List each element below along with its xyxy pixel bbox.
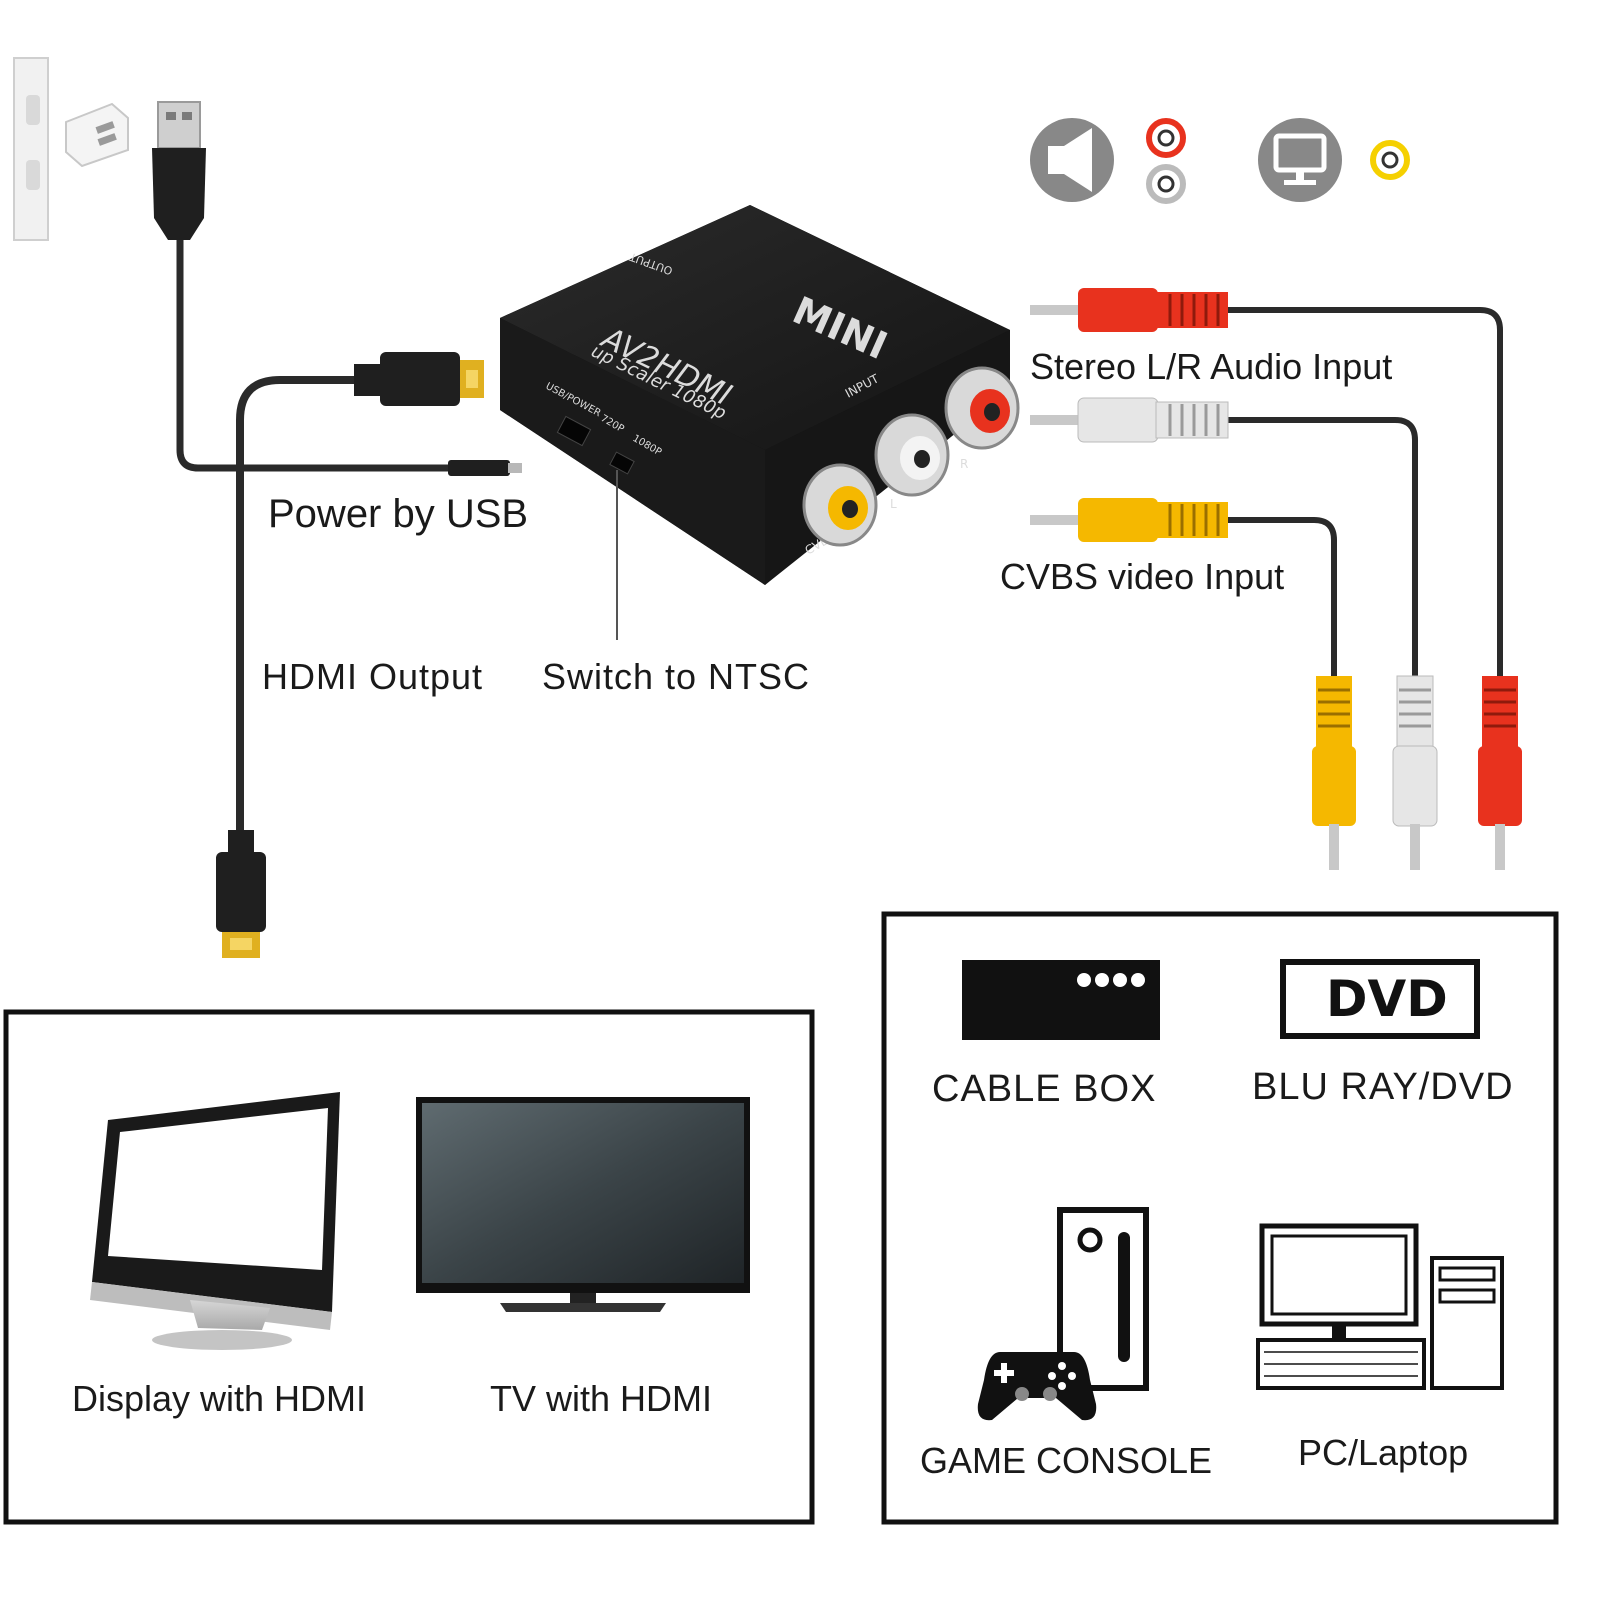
input-devices-panel bbox=[881, 911, 1559, 1525]
rca-plug-red-vertical bbox=[1478, 676, 1522, 870]
cable-box-icon bbox=[962, 960, 1160, 1040]
blu-ray-dvd-label: BLU RAY/DVD bbox=[1252, 1066, 1514, 1108]
rca-plug-red-horizontal bbox=[1030, 288, 1228, 332]
rca-jack-red-icon bbox=[944, 366, 1020, 450]
switch-to-ntsc-label: Switch to NTSC bbox=[542, 656, 811, 697]
hdmi-plug-top-icon bbox=[354, 352, 484, 406]
micro-usb-plug-icon bbox=[448, 460, 522, 476]
output-devices-panel bbox=[3, 1009, 815, 1525]
red-white-rca-icon bbox=[1146, 118, 1186, 204]
cable-box-label: CABLE BOX bbox=[932, 1068, 1157, 1110]
rca-plug-yellow-vertical bbox=[1312, 676, 1356, 870]
yellow-rca-icon bbox=[1370, 140, 1410, 180]
usb-power-adapter-icon bbox=[65, 102, 129, 168]
pc-laptop-label: PC/Laptop bbox=[1298, 1432, 1469, 1473]
jack-r-label: R bbox=[960, 457, 968, 471]
hdmi-plug-bottom-icon bbox=[216, 830, 266, 958]
tv-with-hdmi-label: TV with HDMI bbox=[490, 1378, 713, 1419]
tv-icon bbox=[416, 1097, 750, 1312]
usb-cable bbox=[176, 240, 450, 472]
display-monitor-icon bbox=[90, 1092, 340, 1350]
wall-outlet-icon bbox=[13, 57, 49, 241]
dvd-logo-text: DVD bbox=[1326, 970, 1448, 1028]
rca-plug-white-vertical bbox=[1392, 675, 1438, 870]
rca-jack-yellow-icon bbox=[802, 463, 878, 547]
monitor-small-icon bbox=[1258, 118, 1342, 202]
av2hdmi-converter-device: MINI AV2HDMI up Scaler 1080p OUTPUT INPU… bbox=[500, 205, 1020, 585]
pc-laptop-icon bbox=[1256, 1223, 1504, 1390]
game-console-label: GAME CONSOLE bbox=[920, 1440, 1213, 1481]
rca-plug-yellow-horizontal bbox=[1030, 498, 1228, 542]
cvbs-video-input-label: CVBS video Input bbox=[1000, 556, 1285, 597]
rca-cables bbox=[1228, 307, 1503, 680]
power-by-usb-label: Power by USB bbox=[268, 492, 529, 536]
dvd-logo-icon bbox=[1280, 959, 1480, 1039]
display-with-hdmi-label: Display with HDMI bbox=[72, 1378, 367, 1419]
jack-l-label: L bbox=[890, 497, 897, 511]
stereo-audio-input-label: Stereo L/R Audio Input bbox=[1030, 346, 1393, 387]
hdmi-output-label: HDMI Output bbox=[262, 656, 484, 697]
speaker-icon bbox=[1030, 118, 1114, 202]
game-console-icon bbox=[977, 1207, 1149, 1421]
rca-jack-white-icon bbox=[874, 413, 950, 497]
rca-plug-white-horizontal bbox=[1030, 397, 1229, 443]
usb-plug-icon bbox=[152, 101, 206, 240]
hdmi-cable bbox=[236, 376, 360, 840]
